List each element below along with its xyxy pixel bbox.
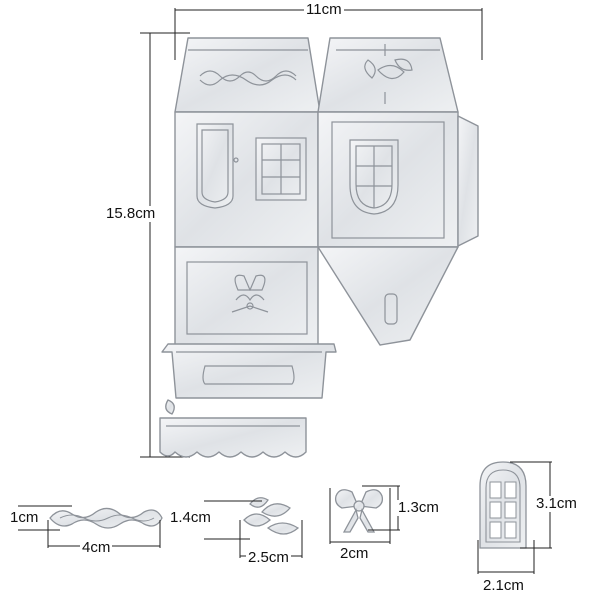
scroll-die [49, 507, 163, 529]
bow-height-label: 1.3cm [396, 499, 441, 516]
window-height-label: 3.1cm [534, 495, 579, 512]
bow-width-label: 2cm [338, 545, 371, 562]
bow-die [334, 489, 384, 533]
leaf-height-label: 1.4cm [168, 509, 213, 526]
leaf-width-label: 2.5cm [246, 549, 291, 566]
main-height-label: 15.8cm [104, 205, 158, 222]
arched-window-die [479, 461, 527, 549]
leaf-die [243, 497, 300, 535]
house-die [159, 37, 479, 458]
bow-dimension-lines [329, 485, 400, 544]
house-die-details [166, 44, 445, 427]
main-width-label: 11cm [304, 1, 344, 18]
height-dimension-line [140, 32, 190, 458]
scroll-width-label: 4cm [80, 539, 113, 556]
scroll-height-label: 1cm [8, 509, 41, 526]
window-width-label: 2.1cm [481, 577, 526, 594]
